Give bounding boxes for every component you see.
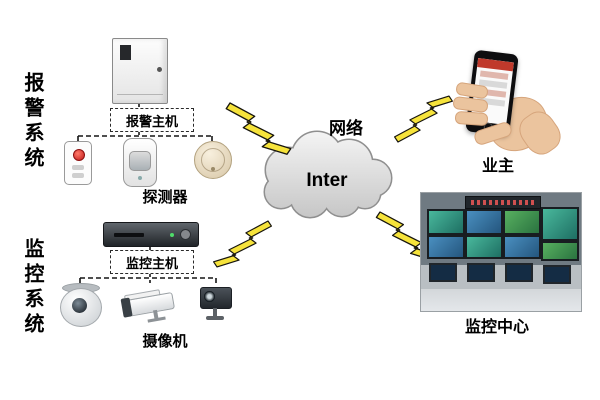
desk-monitor [467, 263, 495, 282]
owner-phone-figure [448, 48, 567, 161]
monitoring-center-photo [420, 192, 582, 312]
cameras-label: 摄像机 [142, 333, 188, 350]
ceiling-detector-ring [201, 148, 225, 172]
ceiling-detector [194, 141, 232, 179]
dome-camera [58, 283, 102, 327]
panic-remote-detector [64, 141, 92, 185]
alarm-host-lock [157, 67, 162, 72]
detectors-label: 探测器 [142, 189, 188, 206]
lightning-bolt-owner [394, 95, 453, 143]
monitoring-system-title: 监控系统 [21, 238, 43, 338]
lightning-bolt-monitor-host [213, 220, 272, 268]
desk-monitor [543, 265, 571, 284]
wall-screen [503, 235, 541, 259]
wall-screen [541, 241, 579, 261]
monitoring-center-label: 监控中心 [464, 319, 529, 336]
pir-motion-detector [123, 138, 157, 187]
alarm-system-title: 报警系统 [21, 72, 43, 172]
lightning-bolt-alarm [225, 102, 292, 155]
wall-screen [465, 209, 503, 235]
dvr-power-button [180, 229, 191, 240]
monitoring-host-label: 监控主机 [110, 250, 194, 274]
alarm-host-panel-detail [120, 45, 131, 60]
ptz-camera-base [206, 316, 224, 320]
phone-app-header [477, 58, 514, 72]
alarm-host-seam [117, 94, 163, 95]
wall-screen [427, 235, 465, 259]
control-room-sign-text [471, 200, 535, 205]
desk-monitor [429, 263, 457, 282]
control-room-sign [465, 196, 541, 209]
dvr-device [103, 222, 199, 247]
pir-lens-window [129, 151, 151, 171]
cloud-label: Inter [306, 170, 348, 191]
ptz-camera [196, 283, 236, 323]
remote-red-button [73, 149, 85, 161]
dvr-disc-slot [114, 233, 144, 237]
ptz-camera-stem [213, 308, 217, 317]
wall-screen [427, 209, 465, 235]
wall-screen [465, 235, 503, 259]
alarm-host-label: 报警主机 [110, 108, 194, 132]
remote-button [72, 165, 84, 170]
dvr-led [170, 233, 174, 237]
phone-app-row [479, 70, 509, 80]
alarm-host-device [112, 38, 168, 104]
desk-monitor [505, 263, 533, 282]
pir-led [138, 176, 142, 180]
network-label: 网络 [329, 119, 363, 138]
wall-screen [541, 207, 579, 241]
hand-finger [454, 110, 489, 127]
bullet-camera-base [147, 316, 166, 323]
wall-screen [503, 209, 541, 235]
control-room-floor [421, 289, 581, 311]
ptz-camera-lens [204, 291, 215, 302]
ceiling-detector-led [211, 167, 215, 171]
dome-camera-lens [72, 298, 87, 313]
remote-button [72, 173, 84, 178]
owner-label: 业主 [481, 158, 514, 175]
